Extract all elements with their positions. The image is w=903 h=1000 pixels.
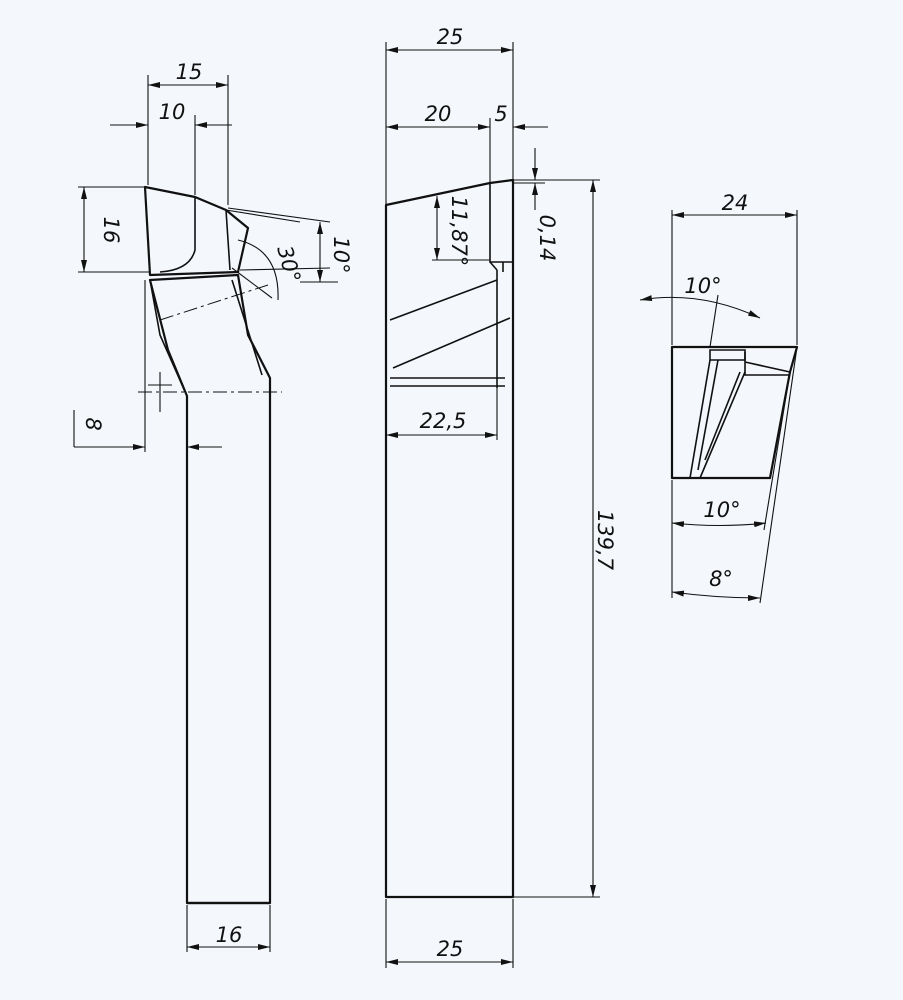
dim-label-10-deg-bottom: 10° bbox=[703, 498, 740, 522]
dim-front-height-11-87: 11,87° bbox=[432, 196, 490, 267]
dim-front-length-22-5: 22,5 bbox=[386, 388, 498, 440]
dim-front-width-20: 20 bbox=[386, 102, 491, 183]
side-view-outline bbox=[143, 185, 272, 905]
dim-label-20: 20 bbox=[425, 102, 452, 126]
dim-label-5: 5 bbox=[494, 102, 507, 126]
dim-front-width-25-bottom: 25 bbox=[385, 899, 514, 968]
dim-label-10-deg-top: 10° bbox=[684, 274, 721, 298]
dim-tip-angle-8: 8° bbox=[671, 346, 798, 604]
dim-front-width-25-top: 25 bbox=[385, 25, 514, 205]
front-view-outline bbox=[384, 178, 515, 899]
tip-view: 24 10° 10° 8° bbox=[639, 191, 799, 604]
dim-label-22-5: 22,5 bbox=[420, 409, 467, 433]
dim-label-30-deg: 30° bbox=[272, 243, 305, 285]
dim-label-8: 8 bbox=[81, 417, 105, 430]
dim-front-length-139-7: 139,7 bbox=[513, 180, 617, 898]
dim-tip-angle-top-10: 10° bbox=[639, 274, 761, 348]
dim-label-16-vertical: 16 bbox=[99, 217, 123, 244]
dim-side-angle-10: 10° bbox=[300, 222, 353, 283]
dim-side-height-16: 16 bbox=[78, 186, 150, 273]
tip-view-outline bbox=[670, 345, 799, 480]
dim-label-139-7: 139,7 bbox=[593, 510, 617, 571]
dim-label-11-87: 11,87° bbox=[447, 196, 471, 267]
dim-tip-width-24: 24 bbox=[671, 191, 798, 345]
dim-label-25-bottom: 25 bbox=[437, 937, 464, 961]
dim-label-0-14: 0,14 bbox=[535, 215, 559, 262]
dim-side-angle-30: 30° bbox=[272, 243, 305, 285]
dim-side-offset-8: 8 bbox=[73, 280, 222, 452]
dim-label-10: 10 bbox=[159, 100, 186, 124]
side-view: 15 10 16 30° 10° bbox=[73, 60, 353, 952]
dim-side-width-15: 15 bbox=[147, 60, 229, 205]
dim-label-16-bottom: 16 bbox=[216, 923, 243, 947]
dim-front-height-0-14: 0,14 bbox=[513, 148, 600, 261]
front-view: 25 20 5 11,87° 0,14 bbox=[384, 25, 617, 968]
dim-side-width-10: 10 bbox=[110, 100, 232, 195]
dim-label-8-deg: 8° bbox=[709, 567, 733, 591]
side-view-construction bbox=[138, 207, 331, 412]
dim-side-shank-16: 16 bbox=[186, 905, 271, 952]
dim-label-24: 24 bbox=[722, 191, 749, 215]
dim-label-25-top: 25 bbox=[437, 25, 464, 49]
dim-label-15: 15 bbox=[176, 60, 203, 84]
dim-front-width-5: 5 bbox=[494, 102, 548, 130]
dim-label-10-deg: 10° bbox=[329, 236, 353, 273]
dim-tip-angle-bottom-10: 10° bbox=[671, 371, 791, 598]
